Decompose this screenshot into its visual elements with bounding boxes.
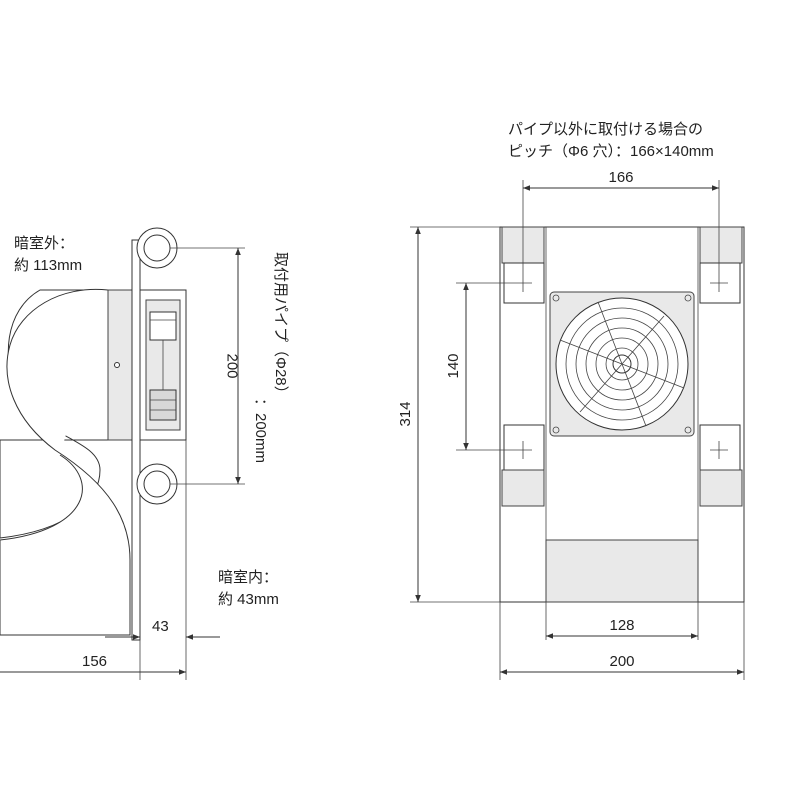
front-view: パイプ以外に取付ける場合の ピッチ（Φ6 穴）：166×140mm [397, 121, 745, 680]
mount-block-bl [501, 469, 545, 507]
mount-block-tr [699, 226, 743, 264]
dim-pitch-w-label: 166 [608, 169, 633, 186]
dim-height-label: 314 [397, 401, 414, 426]
dim-total-label: 156 [82, 653, 107, 670]
dim-width-label: 200 [609, 653, 634, 670]
screw-dot [114, 362, 120, 368]
inner-label-line1: 暗室内： [218, 569, 278, 586]
fan-grille-struts [559, 301, 685, 427]
pitch-note-line2: ピッチ（Φ6 穴）：166×140mm [508, 143, 714, 160]
mounting-flange [107, 289, 137, 441]
dim-duct-w-label: 128 [609, 617, 634, 634]
pitch-note-line1: パイプ以外に取付ける場合の [508, 121, 703, 138]
pipe-label-line2: ：200mm [252, 398, 269, 463]
front-duct [545, 539, 699, 603]
duct-curve [0, 288, 131, 636]
dim-pitch-h-label: 140 [445, 353, 462, 378]
mount-hole-crosses [514, 274, 728, 459]
pipe-label-line1: 取付用パイプ（Φ28） [272, 252, 289, 401]
inner-label-line2: 約 43mm [218, 591, 279, 608]
outer-label-line1: 暗室外： [14, 235, 74, 252]
dim-pipe-label: 200 [224, 353, 241, 378]
dim-inner-label: 43 [152, 618, 169, 635]
outer-label-line2: 約 113mm [14, 257, 82, 274]
side-plate [131, 239, 141, 641]
mount-block-br [699, 469, 743, 507]
side-view: 200 43 156 暗室外： 約 113mm 取付用パイプ（Φ28） ：200… [0, 227, 289, 680]
